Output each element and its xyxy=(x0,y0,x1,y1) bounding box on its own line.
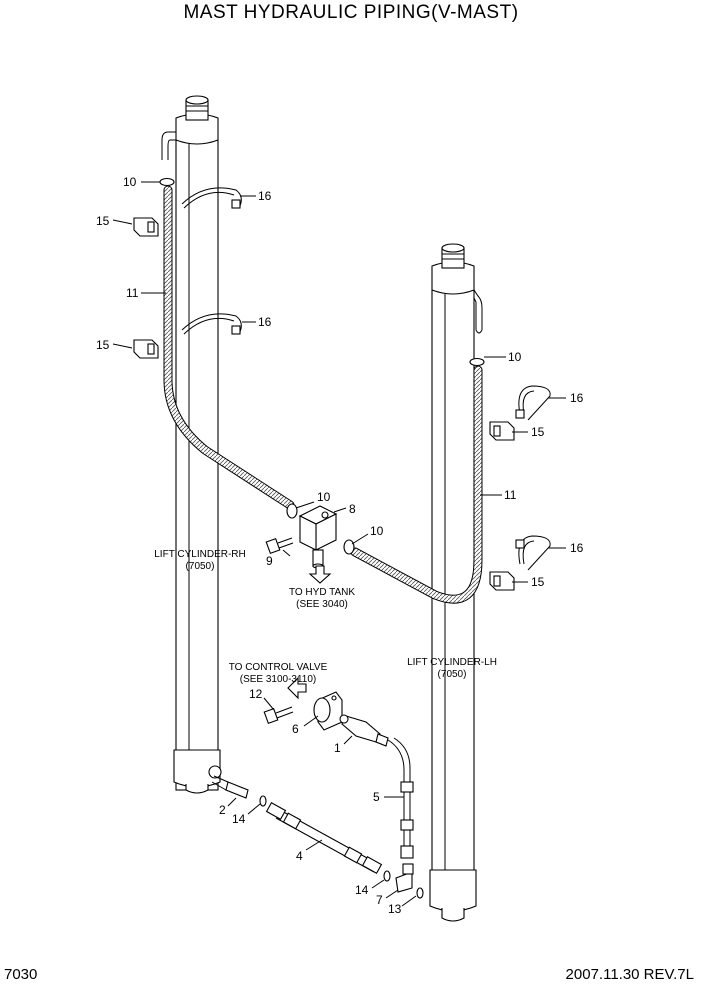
connector-2-icon xyxy=(211,775,249,799)
callout-13: 13 xyxy=(388,902,402,916)
callout-16: 16 xyxy=(258,315,272,329)
callout-6: 6 xyxy=(292,722,299,736)
callout-4: 4 xyxy=(296,849,303,863)
callout-11: 11 xyxy=(126,286,139,300)
callout-8: 8 xyxy=(349,502,356,516)
note-hyd-tank-1: TO HYD TANK xyxy=(289,587,355,598)
note-hyd-tank-2: (SEE 3040) xyxy=(296,599,348,610)
bolt-12-icon xyxy=(263,706,294,725)
callout-11: 11 xyxy=(504,488,517,502)
bracket-icon xyxy=(133,217,515,591)
elbow-7-icon xyxy=(395,863,414,893)
callout-14: 14 xyxy=(355,883,369,897)
bolt-icon xyxy=(265,537,294,555)
leader-lines xyxy=(112,181,566,907)
o-ring-icon xyxy=(259,795,424,899)
callout-15: 15 xyxy=(96,214,110,228)
note-lift-cyl-rh-1: LIFT CYLINDER-RH xyxy=(154,549,246,560)
callout-14: 14 xyxy=(232,812,246,826)
callout-9: 9 xyxy=(266,554,273,568)
callout-15: 15 xyxy=(531,425,545,439)
hose-clamp-icon xyxy=(159,177,485,555)
callout-16: 16 xyxy=(570,541,584,555)
valve-1-icon xyxy=(339,714,389,747)
callout-16: 16 xyxy=(258,189,272,203)
callout-16: 16 xyxy=(570,391,584,405)
hose-lh xyxy=(350,365,483,604)
callout-15: 15 xyxy=(96,338,110,352)
callout-10: 10 xyxy=(123,175,137,189)
callout-15: 15 xyxy=(531,575,545,589)
note-lift-cyl-lh-2: (7050) xyxy=(438,669,467,680)
bracket-plate-icon xyxy=(313,691,343,731)
callout-10: 10 xyxy=(370,524,384,538)
hose-rh xyxy=(163,185,295,510)
hose-5-icon xyxy=(387,737,414,859)
note-control-valve-2: (SEE 3100-3110) xyxy=(240,674,317,685)
callout-2: 2 xyxy=(219,803,226,817)
callout-12: 12 xyxy=(249,687,263,701)
note-lift-cyl-lh-1: LIFT CYLINDER-LH xyxy=(407,657,497,668)
date-revision: 2007.11.30 REV.7L xyxy=(565,966,694,983)
arrow-left-icon xyxy=(287,676,307,700)
callout-5: 5 xyxy=(373,790,380,804)
hose-clip-icon xyxy=(181,187,551,571)
page-code: 7030 xyxy=(4,966,38,983)
arrow-down-icon xyxy=(308,565,332,584)
callout-1: 1 xyxy=(334,741,341,755)
tee-fitting-icon xyxy=(298,505,338,569)
callout-7: 7 xyxy=(376,893,383,907)
callout-10: 10 xyxy=(508,350,522,364)
hose-4-icon xyxy=(265,802,383,874)
lift-cylinder-rh xyxy=(161,95,222,794)
page-title: MAST HYDRAULIC PIPING(V-MAST) xyxy=(183,2,519,23)
note-lift-cyl-rh-2: (7050) xyxy=(186,561,215,572)
callout-10: 10 xyxy=(317,490,331,504)
note-control-valve-1: TO CONTROL VALVE xyxy=(229,662,328,673)
